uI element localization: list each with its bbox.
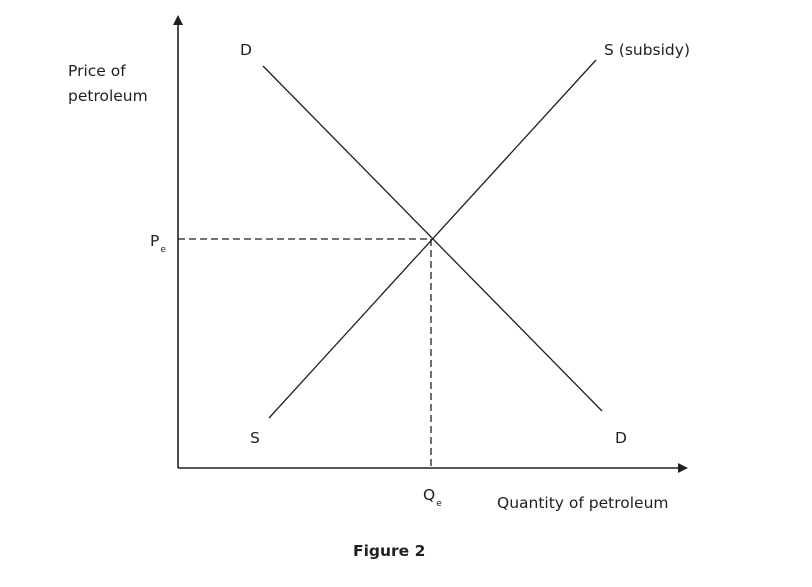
demand-top-label: D — [240, 41, 252, 59]
y-axis-label-line1: Price of — [68, 62, 126, 80]
equilibrium-quantity-label: Qe — [423, 486, 442, 509]
equilibrium-price-label: Pe — [150, 232, 166, 255]
y-axis-label-line2: petroleum — [68, 87, 148, 105]
figure-caption: Figure 2 — [353, 542, 425, 560]
supply-subsidy-curve — [268, 59, 597, 419]
x-axis-label: Quantity of petroleum — [497, 494, 669, 512]
supply-subsidy-label: S (subsidy) — [604, 41, 690, 59]
demand-bottom-label: D — [615, 429, 627, 447]
supply-bottom-label: S — [250, 429, 260, 447]
